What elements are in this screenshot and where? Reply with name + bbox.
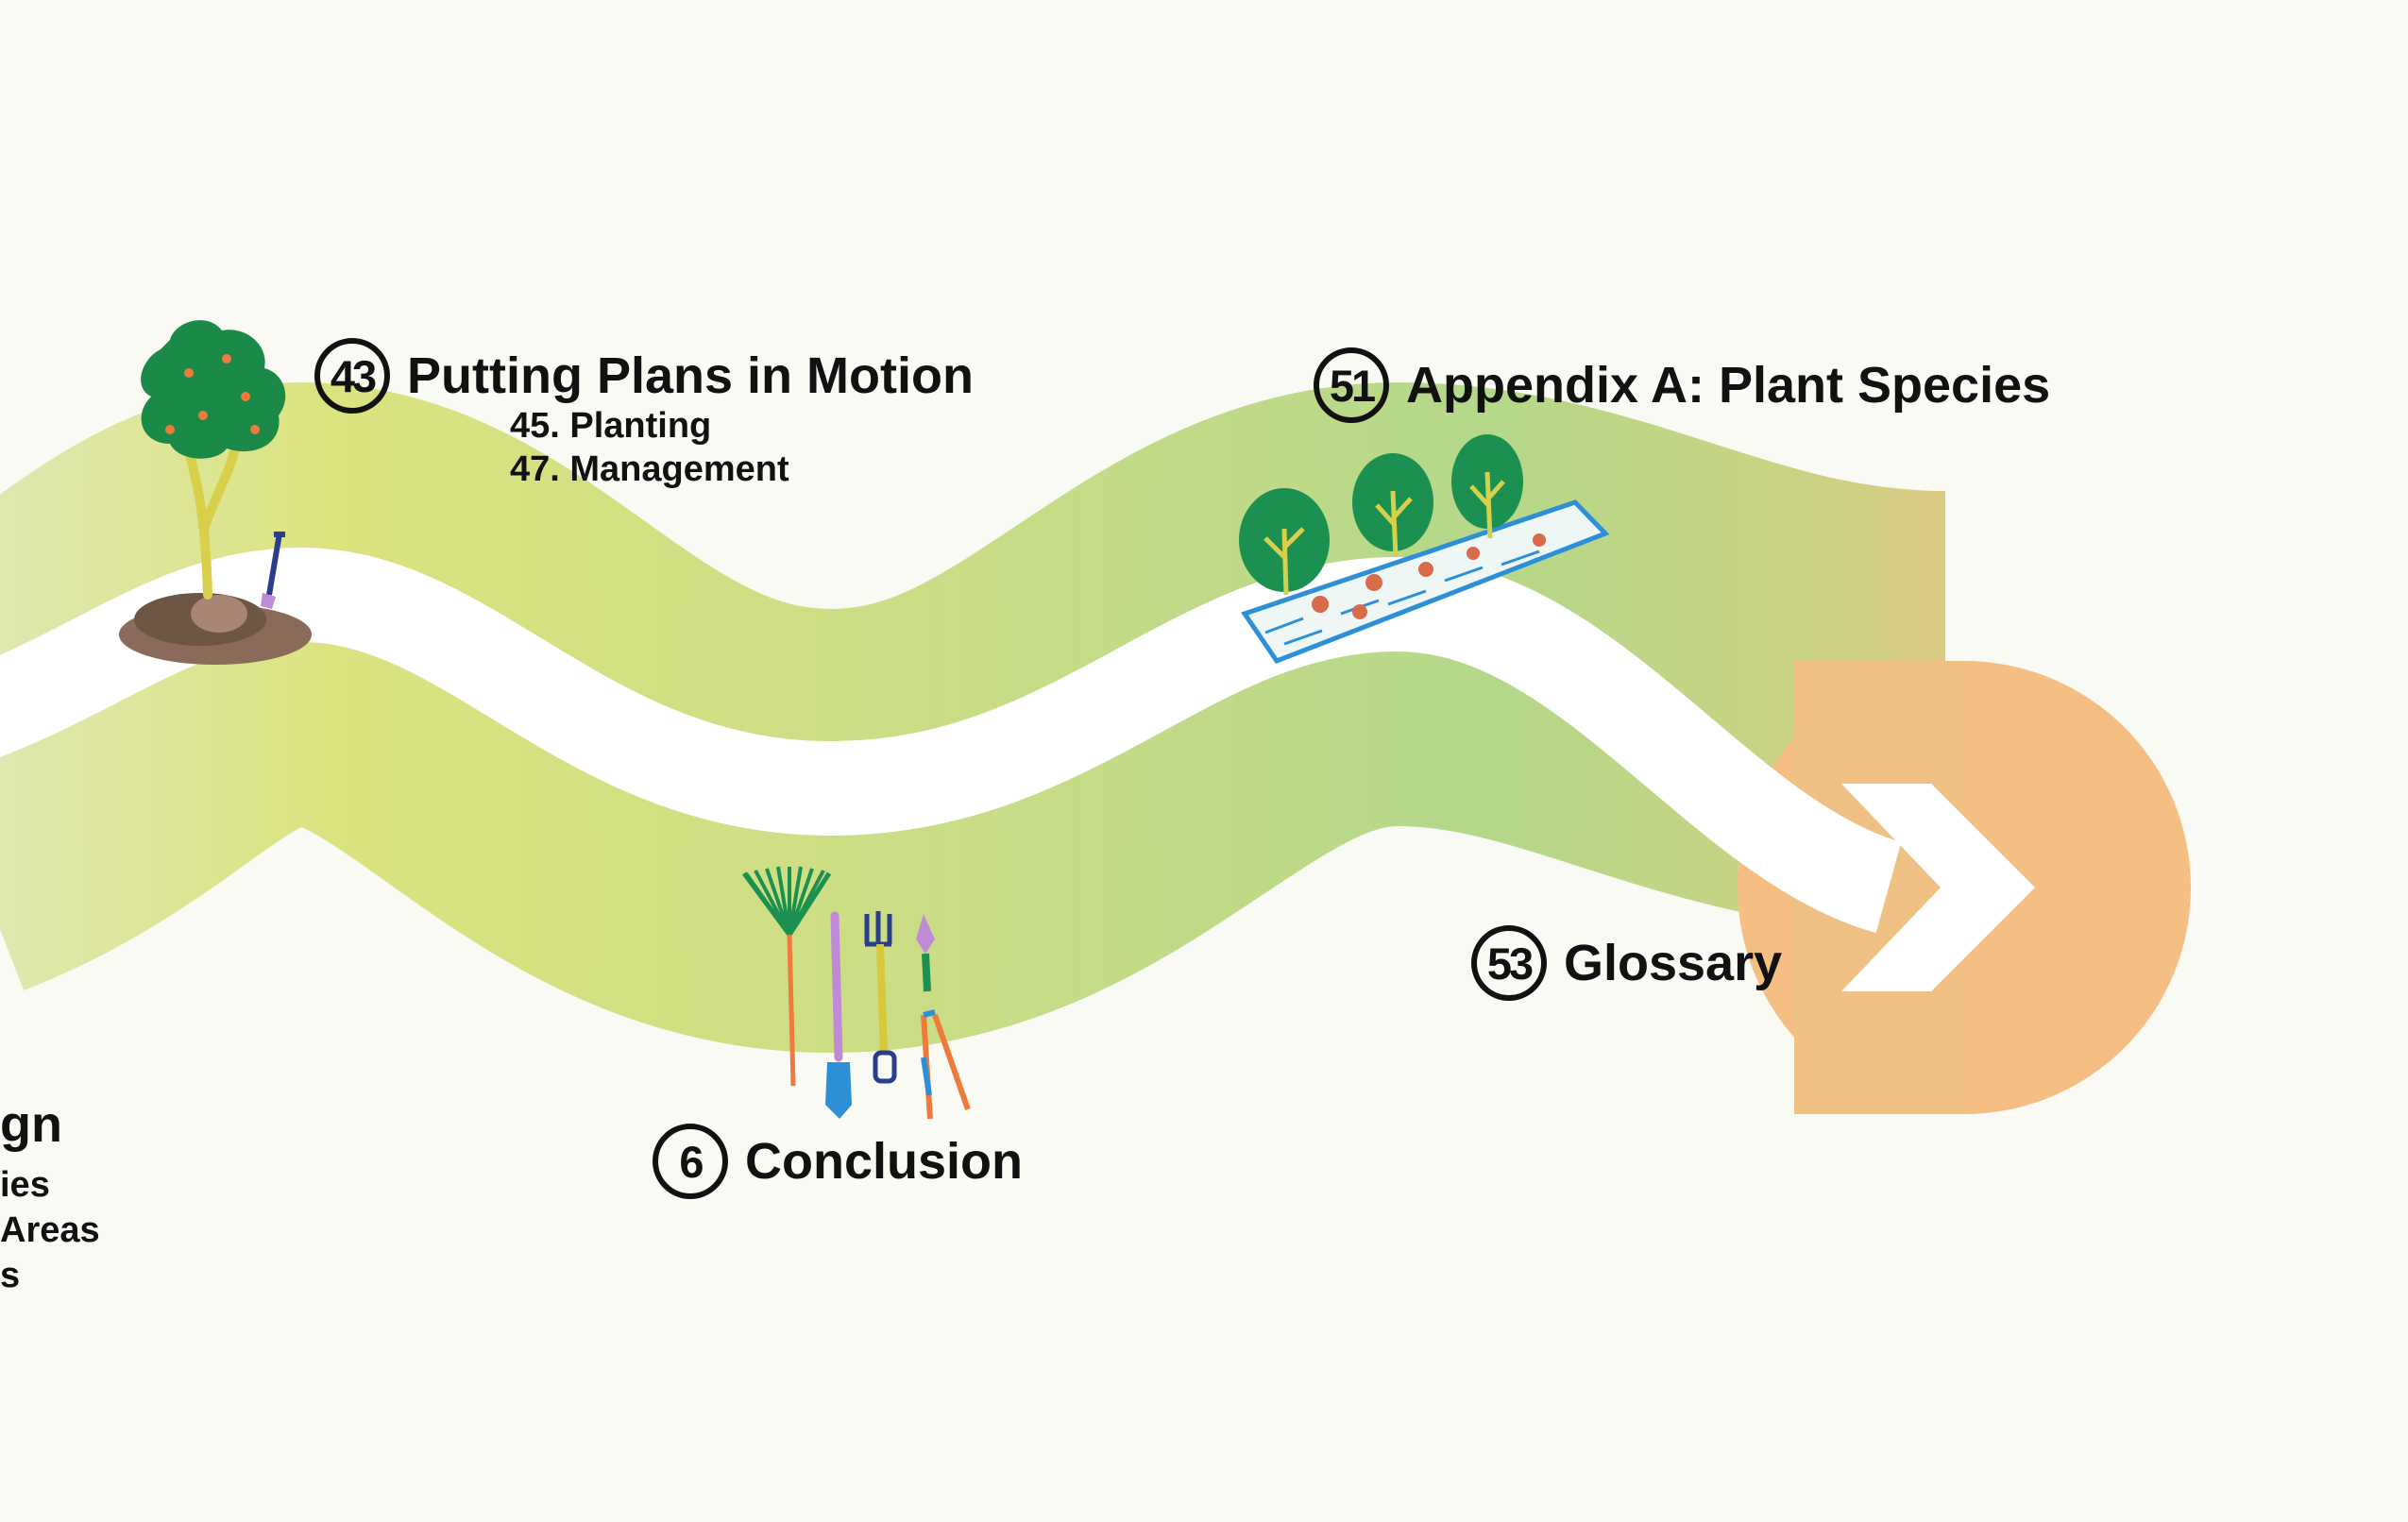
cutoff-subitem: Areas (0, 1210, 100, 1250)
cutoff-section-title: gn (0, 1096, 62, 1153)
section-number-badge: 6 (653, 1124, 728, 1199)
section-conclusion: 6 Conclusion (653, 1124, 1023, 1199)
section-number-badge: 53 (1471, 925, 1547, 1001)
tree-with-shovel-icon (119, 320, 312, 665)
subitem-planting: 45. Planting (510, 406, 712, 446)
section-title: Glossary (1564, 935, 1783, 991)
cutoff-subitem: s (0, 1256, 21, 1295)
cutoff-subitem: ies (0, 1165, 50, 1205)
section-number-badge: 43 (314, 338, 390, 414)
planter-bed-icon (1239, 434, 1610, 665)
section-appendix-a: 51 Appendix A: Plant Species (1314, 347, 2050, 423)
garden-tools-icon (741, 866, 971, 1120)
subitem-management: 47. Management (510, 449, 789, 489)
section-glossary: 53 Glossary (1471, 925, 1782, 1001)
section-putting-plans: 43 Putting Plans in Motion (314, 338, 974, 414)
section-title: Conclusion (745, 1133, 1023, 1190)
section-title: Appendix A: Plant Species (1406, 357, 2051, 414)
section-title: Putting Plans in Motion (407, 347, 974, 404)
section-number-badge: 51 (1314, 347, 1389, 423)
arrow-head (1841, 784, 2035, 991)
